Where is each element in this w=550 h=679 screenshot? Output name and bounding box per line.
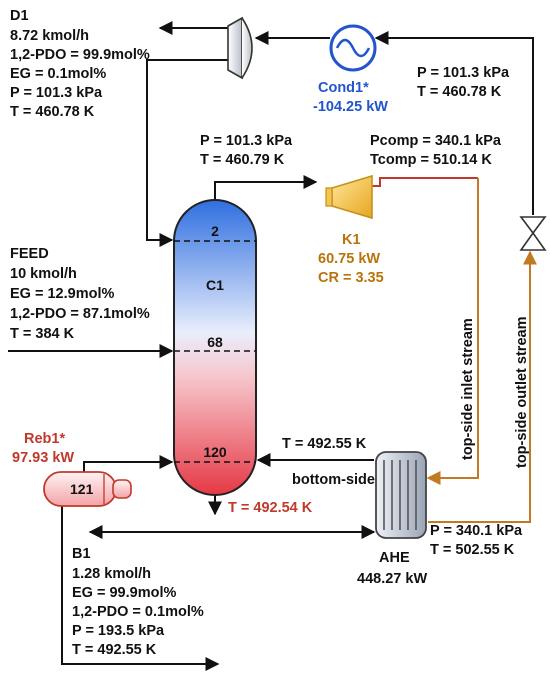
reboiler-vapor-line <box>83 455 174 474</box>
b1-product-line <box>61 503 220 671</box>
compressor-k1-icon <box>325 174 373 220</box>
cond-right-temperature: T = 460.78 K <box>417 84 502 100</box>
b1-name: B1 <box>72 546 91 562</box>
ahe-out-temperature: T = 502.55 K <box>430 542 515 558</box>
cond-right-pressure: P = 101.3 kPa <box>417 65 510 81</box>
reflux-line <box>146 59 242 247</box>
bottom-side-label: bottom-side <box>292 472 375 488</box>
d1-name: D1 <box>10 8 29 24</box>
reb-stage-label: 121 <box>70 481 94 497</box>
top-vapor-pressure: P = 101.3 kPa <box>200 133 293 149</box>
top-side-outlet-label: top-side outlet stream <box>514 317 530 468</box>
reb-name: Reb1* <box>24 431 65 447</box>
condenser-icon <box>329 24 377 72</box>
column-bottom-temperature: T = 492.54 K <box>228 500 313 516</box>
feed-name: FEED <box>10 246 49 262</box>
cond-duty: -104.25 kW <box>313 99 388 115</box>
ahe-name: AHE <box>379 550 410 566</box>
feed-eg: EG = 12.9mol% <box>10 286 114 302</box>
cond-name: Cond1* <box>318 80 369 96</box>
compressor-outlet-line <box>372 177 478 187</box>
reflux-drum-icon <box>227 16 253 80</box>
top-vapor-temperature: T = 460.79 K <box>200 152 285 168</box>
top-side-inlet-line <box>426 178 479 485</box>
bottom-return-temperature: T = 492.55 K <box>282 436 367 452</box>
top-side-inlet-label: top-side inlet stream <box>460 318 476 460</box>
ahe-duty: 448.27 kW <box>357 571 427 587</box>
d1-pdo: 1,2-PDO = 99.9mol% <box>10 47 150 63</box>
comp-out-temperature: Tcomp = 510.14 K <box>370 152 492 168</box>
b1-temperature: T = 492.55 K <box>72 642 157 658</box>
ahe-exchanger-icon <box>375 451 427 539</box>
top-side-outlet-line <box>428 250 537 523</box>
feed-pdo: 1,2-PDO = 87.1mol% <box>10 306 150 322</box>
k1-name: K1 <box>342 232 361 248</box>
ahe-out-pressure: P = 340.1 kPa <box>430 523 523 539</box>
d1-flow: 8.72 kmol/h <box>10 28 89 44</box>
feed-flow: 10 kmol/h <box>10 266 77 282</box>
stage-feed-label: 68 <box>207 334 223 350</box>
d1-temperature: T = 460.78 K <box>10 104 95 120</box>
k1-power: 60.75 kW <box>318 251 380 267</box>
reboiler-icon <box>43 471 132 507</box>
stage-bottom-label: 120 <box>203 444 227 460</box>
d1-eg: EG = 0.1mol% <box>10 66 106 82</box>
b1-pressure: P = 193.5 kPa <box>72 623 165 639</box>
comp-out-pressure: Pcomp = 340.1 kPa <box>370 133 502 149</box>
d1-pressure: P = 101.3 kPa <box>10 85 103 101</box>
b1-flow: 1.28 kmol/h <box>72 566 151 582</box>
valve-to-cond-line <box>374 31 534 215</box>
column-c1-icon <box>173 199 257 496</box>
reb-duty: 97.93 kW <box>12 450 74 466</box>
feed-temperature: T = 384 K <box>10 326 75 342</box>
top-vapor-line <box>214 175 318 204</box>
valve-icon <box>519 216 547 251</box>
column-name: C1 <box>206 277 224 293</box>
b1-eg: EG = 99.9mol% <box>72 585 176 601</box>
stage-top-label: 2 <box>211 223 219 239</box>
b1-pdo: 1,2-PDO = 0.1mol% <box>72 604 204 620</box>
k1-cr: CR = 3.35 <box>318 270 384 286</box>
